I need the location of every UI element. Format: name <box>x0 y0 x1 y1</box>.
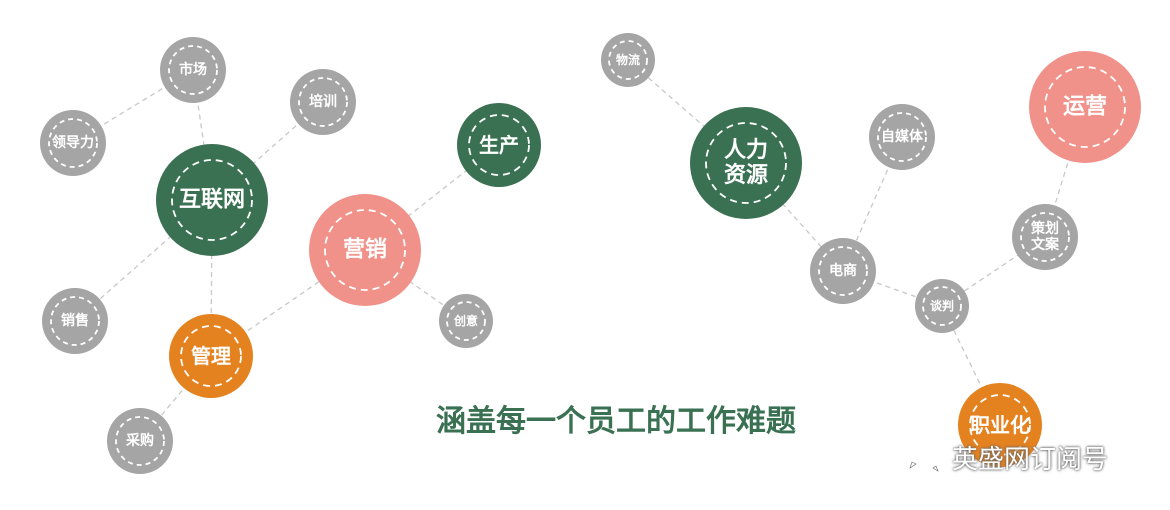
node-dashed-ring <box>1044 66 1126 148</box>
node-label: 电商 <box>829 262 857 279</box>
node-label: 市场 <box>179 61 207 78</box>
node-dashed-ring <box>468 114 530 176</box>
node-hulianwang: 互联网 <box>156 144 268 256</box>
node-label: 采购 <box>125 432 154 449</box>
node-dashed-ring <box>180 325 242 387</box>
node-label: 管理 <box>191 344 231 368</box>
node-dashed-ring <box>922 286 962 326</box>
node-dashed-ring <box>115 416 165 466</box>
watermark-text: 英盛网订阅号 <box>952 444 1109 475</box>
diagram-caption: 涵盖每一个员工的工作难题 <box>436 404 796 439</box>
node-guanli: 管理 <box>169 314 253 398</box>
node-label: 人力 <box>724 138 768 163</box>
node-label: 自媒体 <box>881 128 924 145</box>
node-label: 营销 <box>343 238 387 263</box>
node-dashed-ring <box>446 301 486 341</box>
node-dashed-ring <box>324 209 406 291</box>
node-dashed-ring <box>818 246 868 296</box>
node-yingxiao: 营销 <box>309 194 421 306</box>
node-label: 生产 <box>479 133 519 157</box>
node-shengchan: 生产 <box>457 103 541 187</box>
node-caigou: 采购 <box>107 408 173 474</box>
node-dashed-ring <box>1020 212 1070 262</box>
node-xiaoshou: 销售 <box>42 288 108 354</box>
node-label: 培训 <box>309 93 337 110</box>
node-wuliu: 物流 <box>601 33 655 87</box>
node-chuangyi: 创意 <box>439 294 493 348</box>
node-lingdaoli: 领导力 <box>40 110 106 176</box>
node-dashed-ring <box>171 159 253 241</box>
node-label: 物流 <box>616 52 640 67</box>
node-dashed-ring <box>969 394 1031 456</box>
node-label: 策划 <box>1030 220 1059 237</box>
node-dashed-ring <box>298 77 348 127</box>
connector-line <box>842 136 903 272</box>
node-label: 互联网 <box>179 188 245 213</box>
node-dashed-ring <box>877 112 927 162</box>
node-label: 谈判 <box>930 298 954 313</box>
node-zimeiti: 自媒体 <box>869 104 935 170</box>
node-label: 销售 <box>61 312 89 329</box>
node-dashed-ring <box>608 40 648 80</box>
node-circle <box>958 383 1042 467</box>
node-label: 资源 <box>724 163 768 188</box>
watermark: 英盛网订阅号 <box>904 440 1109 475</box>
node-label: 领导力 <box>52 134 94 151</box>
node-label: 职业化 <box>970 413 1030 437</box>
connector-line <box>211 101 324 201</box>
wechat-icon <box>905 442 942 472</box>
node-circle <box>169 314 253 398</box>
node-label: 文案 <box>1031 236 1060 253</box>
node-circle <box>457 103 541 187</box>
node-shichang: 市场 <box>160 37 226 103</box>
node-dianshang: 电商 <box>810 238 876 304</box>
node-dashed-ring <box>705 122 787 204</box>
node-dashed-ring <box>50 296 100 346</box>
node-zhiyehua: 职业化 <box>958 383 1042 467</box>
node-peixun: 培训 <box>290 69 356 135</box>
node-label: 创意 <box>453 313 478 328</box>
node-dashed-ring <box>168 45 218 95</box>
node-label: 运营 <box>1063 95 1107 120</box>
node-yunying: 运营 <box>1029 51 1141 163</box>
node-dashed-ring <box>48 118 98 168</box>
node-tanpan: 谈判 <box>915 279 969 333</box>
